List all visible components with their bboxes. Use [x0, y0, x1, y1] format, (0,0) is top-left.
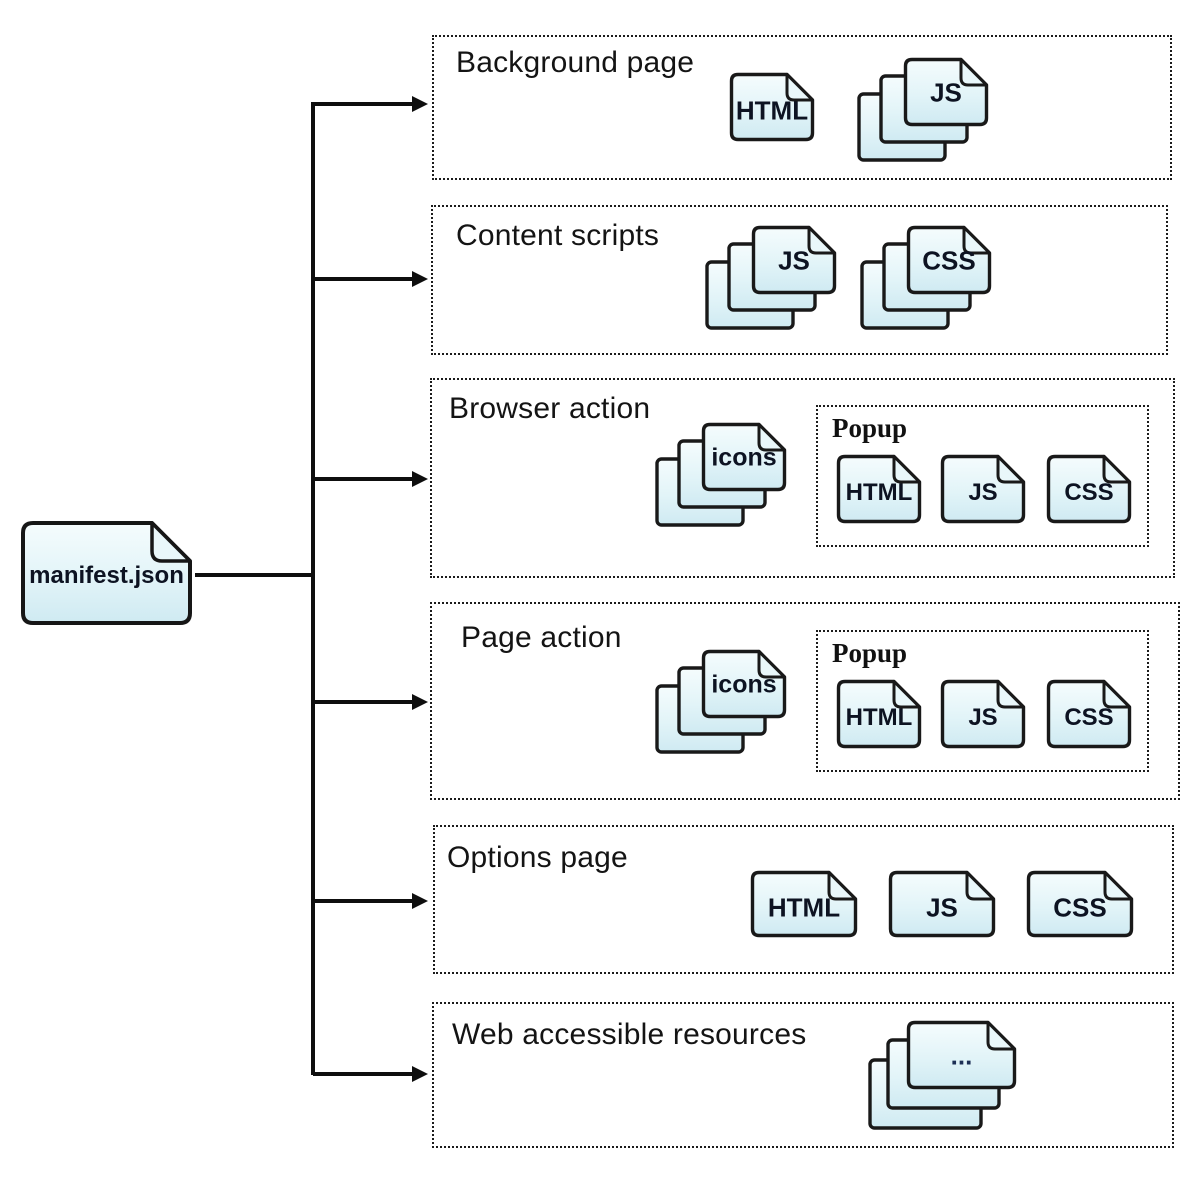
file-label: CSS [1064, 479, 1114, 507]
connector-root-line [195, 573, 313, 577]
js-file-icon: JS [938, 677, 1028, 751]
stack-front-sheet: JS [749, 223, 839, 297]
section-title: Page action [461, 621, 622, 654]
stack-front-sheet: icons [699, 420, 789, 494]
file-label: ... [950, 1040, 973, 1071]
section-box-content-scripts: Content scripts JS [431, 205, 1168, 355]
connector-arrow-web-accessible-resources [313, 1065, 428, 1082]
css-file-stack: CSS [860, 223, 994, 330]
file-label: JS [968, 704, 998, 732]
connector-trunk-line [311, 102, 315, 1075]
section-title: Background page [456, 46, 695, 79]
file-label: CSS [1053, 892, 1107, 923]
popup-title: Popup [832, 638, 908, 668]
arrowhead-icon [412, 693, 428, 710]
connector-arrow-page-action [313, 693, 428, 710]
arrowhead-icon [412, 95, 428, 112]
stack-front-sheet: JS [901, 55, 991, 129]
resources-file-stack: ... [868, 1018, 1019, 1132]
stack-front-sheet: ... [904, 1018, 1019, 1092]
icons-file-stack: icons [655, 647, 789, 754]
section-box-browser-action: Browser action icons Popup [430, 378, 1175, 578]
js-file-icon: JS [938, 452, 1028, 526]
manifest-label: manifest.json [29, 562, 184, 590]
js-file-stack: JS [857, 55, 991, 162]
css-file-icon: CSS [1044, 452, 1134, 526]
arrowhead-icon [412, 470, 428, 487]
file-label: HTML [845, 704, 913, 732]
html-file-icon: HTML [834, 452, 924, 526]
connector-arrow-options-page [313, 892, 428, 909]
file-label: CSS [1064, 704, 1114, 732]
stack-front-sheet: icons [699, 647, 789, 721]
file-label: HTML [845, 479, 913, 507]
file-label: HTML [735, 95, 809, 126]
arrowhead-icon [412, 1065, 428, 1082]
file-label: JS [926, 892, 958, 923]
section-box-options-page: Options page HTML JS CSS [433, 825, 1174, 974]
file-label: JS [930, 77, 962, 108]
popup-title: Popup [832, 413, 908, 443]
js-file-icon: JS [886, 868, 998, 940]
section-title: Web accessible resources [452, 1018, 807, 1051]
popup-box: Popup HTML JS CSS [816, 405, 1149, 547]
css-file-icon: CSS [1024, 868, 1136, 940]
connector-arrow-browser-action [313, 470, 428, 487]
arrowhead-icon [412, 270, 428, 287]
file-label: HTML [767, 892, 841, 923]
file-label: JS [968, 479, 998, 507]
section-title: Options page [447, 841, 628, 874]
connector-arrow-background-page [313, 95, 428, 112]
stack-front-sheet: CSS [904, 223, 994, 297]
file-label: icons [711, 443, 777, 472]
css-file-icon: CSS [1044, 677, 1134, 751]
arrowhead-icon [412, 892, 428, 909]
html-file-icon: HTML [727, 70, 817, 144]
file-label: icons [711, 670, 777, 699]
html-file-icon: HTML [748, 868, 860, 940]
section-box-web-accessible-resources: Web accessible resources ... [432, 1002, 1174, 1148]
file-label: CSS [922, 245, 976, 276]
section-title: Content scripts [456, 219, 660, 252]
section-box-page-action: Page action icons Popup [430, 602, 1180, 800]
icons-file-stack: icons [655, 420, 789, 527]
html-file-icon: HTML [834, 677, 924, 751]
connector-arrow-content-scripts [313, 270, 428, 287]
js-file-stack: JS [705, 223, 839, 330]
file-label: JS [778, 245, 810, 276]
section-title: Browser action [449, 392, 651, 425]
manifest-file-icon: manifest.json [18, 518, 195, 628]
section-box-background-page: Background page HTML JS [432, 35, 1172, 180]
popup-box: Popup HTML JS CSS [816, 630, 1149, 772]
